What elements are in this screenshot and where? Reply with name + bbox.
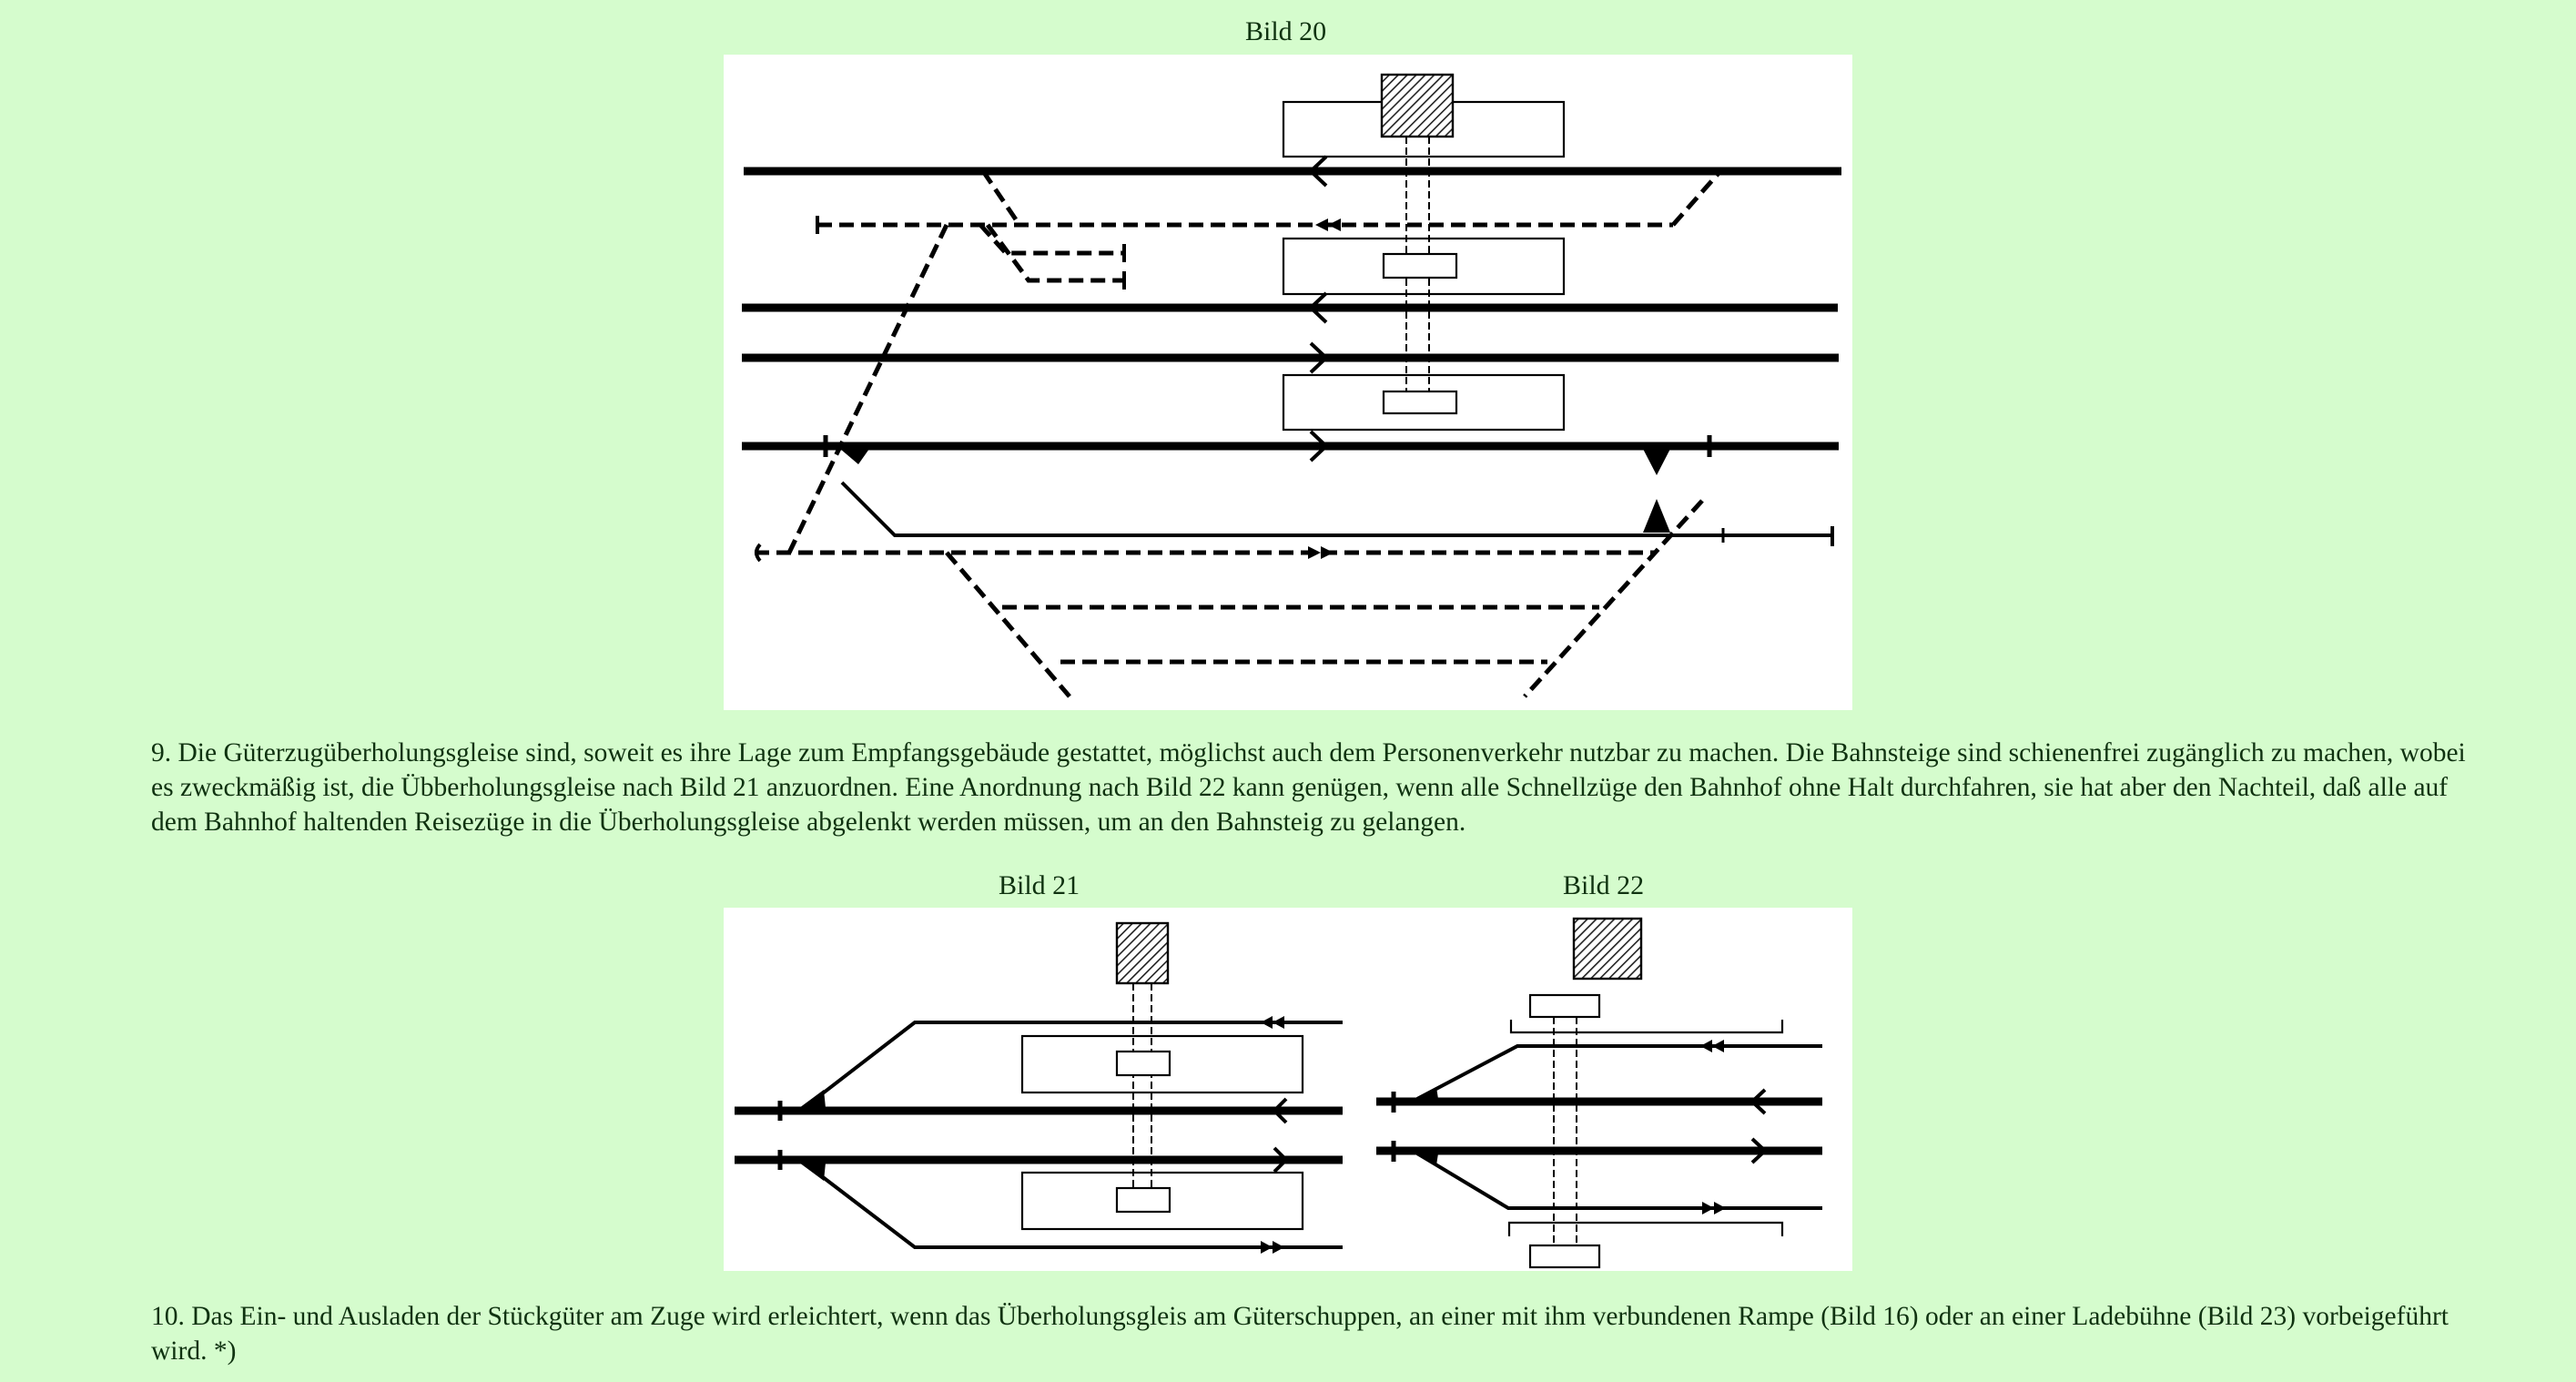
switch-frog (799, 1163, 826, 1181)
double-arrow-right-icon (1702, 1202, 1714, 1214)
switch-frog (799, 1090, 826, 1108)
platform-lower-edge (1507, 1221, 1784, 1236)
arrow-left-icon (1308, 155, 1328, 188)
track-diagram-bild-20 (742, 73, 1841, 698)
station-building (1380, 73, 1455, 138)
switch-frog (1414, 1087, 1438, 1099)
stairs-lower (1115, 1186, 1171, 1214)
arrow-left-icon (1308, 291, 1328, 324)
double-arrow-right-icon (1308, 546, 1321, 559)
switch-frog (1643, 499, 1670, 533)
track-overtaking-upper (802, 1021, 1343, 1110)
platform-stairs-bottom (1382, 390, 1458, 415)
diagram-bild-22 (1376, 917, 1822, 1269)
figure-caption-bild-20: Bild 20 (1245, 16, 1327, 46)
platform-middle (1282, 237, 1566, 296)
platform-lower (1020, 1171, 1304, 1231)
platform-bottom (1282, 373, 1566, 432)
arrow-left-icon (1272, 1097, 1288, 1124)
double-arrow-left-icon (1261, 1016, 1273, 1029)
arrow-left-icon (1749, 1088, 1767, 1115)
switch-frog (840, 449, 869, 464)
station-building (1572, 917, 1643, 981)
double-arrow-left-icon (1315, 218, 1328, 231)
figure-caption-bild-22: Bild 22 (1563, 870, 1645, 900)
paragraph-9: 9. Die Güterzugüberholungsgleise sind, s… (151, 738, 2466, 837)
switch-frog (1414, 1153, 1438, 1165)
passenger-tunnel (1553, 1017, 1577, 1245)
figure-bild-20 (724, 55, 1852, 710)
figure-caption-bild-21: Bild 21 (999, 870, 1080, 900)
track-siding (840, 481, 1832, 537)
stairs-upper (1528, 993, 1601, 1019)
passenger-tunnel (1132, 983, 1152, 1190)
station-building (1115, 921, 1170, 985)
arrow-right-icon (1273, 1146, 1289, 1174)
arrow-right-icon (1750, 1137, 1768, 1164)
stairs-upper (1115, 1050, 1171, 1077)
paragraph-10: 10. Das Ein- und Ausladen der Stückgüter… (151, 1302, 2449, 1366)
double-arrow-left-icon (1700, 1040, 1712, 1052)
track-overtaking-lower (802, 1161, 1343, 1249)
freight-tracks-dashed (755, 169, 1722, 698)
buffer-stop (755, 543, 762, 563)
figure-bild-21-22 (724, 908, 1852, 1271)
arrow-right-icon (1309, 430, 1329, 462)
track-overtaking-lower (1415, 1152, 1822, 1210)
platform-upper (1020, 1034, 1304, 1094)
arrow-right-icon (1309, 341, 1329, 374)
switch-frog (1643, 449, 1670, 475)
double-arrow-right-icon (1261, 1241, 1273, 1254)
platform-upper-edge (1509, 1020, 1784, 1034)
diagram-bild-21 (735, 921, 1343, 1249)
track-diagram-bild-21-22 (735, 917, 1822, 1269)
stairs-lower (1528, 1244, 1601, 1269)
platform-stairs-middle (1382, 252, 1458, 279)
